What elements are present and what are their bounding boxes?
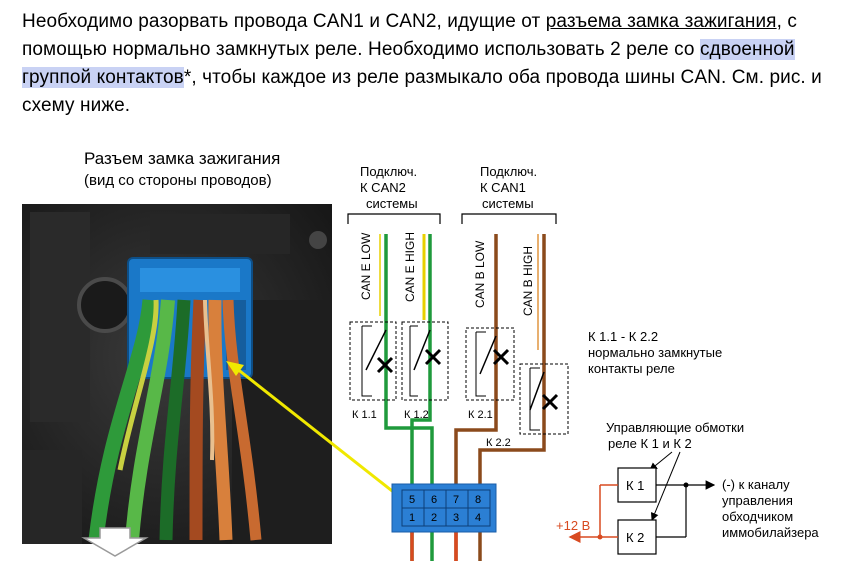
- can1-header-line3: системы: [482, 196, 534, 211]
- coil-circuit: К 1 К 2 +12 В: [556, 467, 716, 555]
- output-note-line3: обходчиком: [722, 509, 793, 524]
- can1-header: Подключ. К CAN1 системы: [461, 164, 557, 224]
- ignition-connector-link[interactable]: разъема замка зажигания: [545, 11, 777, 32]
- intro-text-1: Необходимо разорвать провода CAN1 и CAN2…: [22, 11, 546, 32]
- intro-paragraph: Необходимо разорвать провода CAN1 и CAN2…: [22, 8, 842, 120]
- relay-k12-label: К 1.2: [404, 409, 429, 421]
- contacts-note-line2: нормально замкнутые: [588, 345, 722, 360]
- relay-k22: К 2.2: [486, 363, 569, 449]
- output-note: (-) к каналу управления обходчиком иммоб…: [722, 477, 819, 540]
- relay-k11-label: К 1.1: [352, 409, 377, 421]
- pin-6: 6: [431, 494, 437, 506]
- pin-4: 4: [475, 512, 481, 524]
- can2-header-line1: Подключ.: [360, 164, 417, 179]
- coils-note-line1: Управляющие обмотки: [606, 420, 744, 435]
- down-arrow-icon: [81, 527, 149, 557]
- output-note-line4: иммобилайзера: [722, 525, 819, 540]
- connector-photo: [22, 204, 397, 544]
- output-note-line1: (-) к каналу: [722, 477, 790, 492]
- coils-note: Управляющие обмотки реле К 1 и К 2: [606, 420, 744, 521]
- pin-5: 5: [409, 494, 415, 506]
- relay-k12: К 1.2: [401, 321, 449, 421]
- can2-header: Подключ. К CAN2 системы: [347, 164, 441, 224]
- coils-note-line2: реле К 1 и К 2: [608, 436, 692, 451]
- coil-k2-label: К 2: [626, 530, 644, 545]
- relay-k11: К 1.1: [349, 321, 397, 421]
- pin-2: 2: [431, 512, 437, 524]
- wire-label-can-e-low: CAN E LOW: [359, 232, 373, 300]
- photo-caption: Разъем замка зажигания (вид со стороны п…: [84, 148, 280, 192]
- wire-label-can-b-low: CAN B LOW: [473, 240, 487, 308]
- intro-text-2: , с помощью нормально замкнутых реле. Не…: [22, 11, 797, 60]
- pin-8: 8: [475, 494, 481, 506]
- pin-1: 1: [409, 512, 415, 524]
- can2-header-line2: К CAN2: [360, 180, 406, 195]
- intro-text-3: *, чтобы каждое из реле размыкало оба пр…: [22, 67, 822, 116]
- can1-header-line2: К CAN1: [480, 180, 526, 195]
- relay-k21: К 2.1: [465, 327, 515, 421]
- wire-label-can-e-high: CAN E HIGH: [403, 232, 417, 302]
- output-note-line2: управления: [722, 493, 793, 508]
- pin-3: 3: [453, 512, 459, 524]
- contacts-note-line3: контакты реле: [588, 361, 675, 376]
- coil-k1-label: К 1: [626, 478, 644, 493]
- wire-label-can-b-high: CAN B HIGH: [521, 246, 535, 316]
- power-label: +12 В: [556, 518, 590, 533]
- relay-k21-label: К 2.1: [468, 409, 493, 421]
- can2-header-line3: системы: [366, 196, 418, 211]
- relay-k22-label: К 2.2: [486, 437, 511, 449]
- can1-header-line1: Подключ.: [480, 164, 537, 179]
- photo-title: Разъем замка зажигания: [84, 149, 281, 168]
- contacts-note-line1: К 1.1 - К 2.2: [588, 329, 658, 344]
- connector-block: 5 6 7 8 1 2 3 4: [391, 483, 497, 533]
- contacts-note: К 1.1 - К 2.2 нормально замкнутые контак…: [588, 329, 722, 376]
- photo-subtitle: (вид со стороны проводов): [84, 172, 272, 189]
- pin-7: 7: [453, 494, 459, 506]
